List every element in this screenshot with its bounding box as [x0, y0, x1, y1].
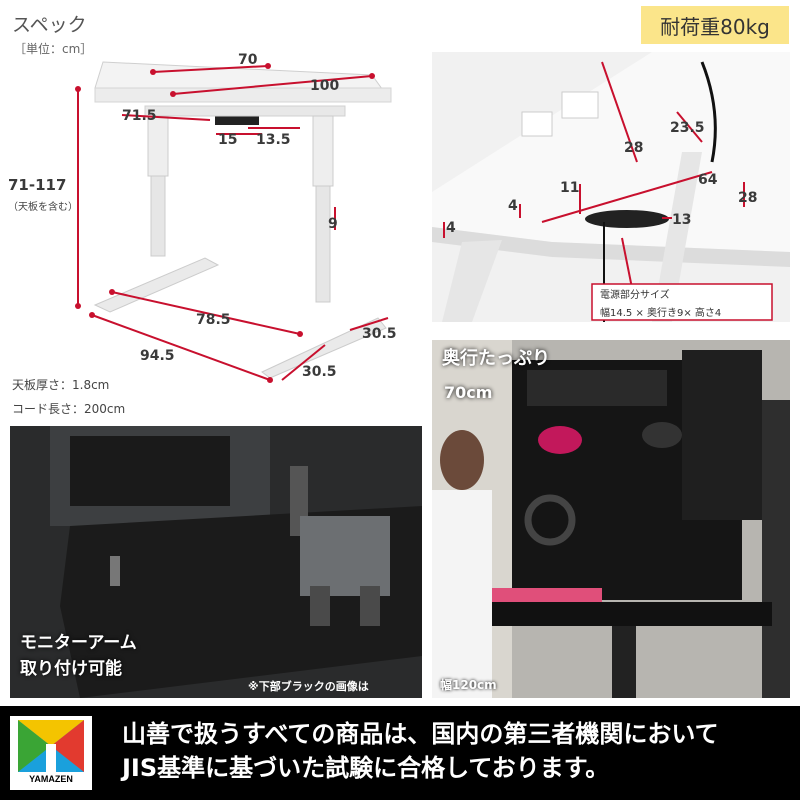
- desk-spec-drawing: [75, 61, 392, 383]
- desk-caption-line1: 奥行たっぷり: [442, 348, 550, 369]
- desk-scene-photo: 奥行たっぷり 70cm 幅120cm: [432, 340, 790, 698]
- footer-text: 山善で扱うすべての商品は、国内の第三者機関において JIS基準に基づいた試験に合…: [122, 717, 792, 785]
- under-dim-d: 64: [698, 172, 718, 188]
- under-dim-h: 28: [738, 190, 758, 206]
- footer-banner: [0, 706, 800, 800]
- yamazen-logo: [10, 716, 92, 790]
- yamazen-logo-icon: [18, 720, 84, 772]
- under-dim-g: 4: [446, 220, 456, 236]
- power-size: 幅14.5 × 奥行き9× 高さ4: [600, 308, 722, 319]
- dim-foot-depth-right: 30.5: [362, 326, 397, 342]
- dimension-lines: [77, 65, 389, 381]
- monitor-arm-photo: モニターアーム 取り付け可能 ※下部ブラックの画像は: [10, 426, 422, 698]
- desk-caption-line2: 70cm: [444, 383, 493, 402]
- dim-inner-base: 78.5: [196, 312, 231, 328]
- dim-leg-width: 9: [328, 216, 338, 232]
- right-foot-shape: [261, 317, 387, 379]
- footer-line2: JIS基準に基づいた試験に合格しております。: [122, 754, 610, 782]
- dim-depth: 70: [238, 52, 258, 68]
- dim-outer-base: 94.5: [140, 348, 175, 364]
- cord-length: コード長さ：200cm: [12, 402, 126, 416]
- under-dim-b: 23.5: [670, 120, 705, 136]
- underside-photo: 28 23.5 11 64 4 13 4 28 電源部分サイズ 幅14.5 × …: [432, 52, 790, 322]
- dim-panel-offset: 13.5: [256, 132, 291, 148]
- spec-title: スペック: [12, 14, 87, 36]
- dim-height-range: 71-117: [8, 176, 67, 194]
- desk-top-dark-shape: [452, 602, 772, 626]
- power-label: 電源部分サイズ: [600, 290, 670, 301]
- dim-width: 100: [310, 78, 340, 94]
- dim-panel-width: 15: [218, 132, 238, 148]
- dim-foot-depth-bottom: 30.5: [302, 364, 337, 380]
- arm-note: ※下部ブラックの画像は: [248, 680, 369, 693]
- footer-line1: 山善で扱うすべての商品は、国内の第三者機関において: [122, 720, 719, 748]
- top-thickness: 天板厚さ：1.8cm: [12, 378, 110, 392]
- dim-top-offset: 71.5: [122, 108, 157, 124]
- left-foot-shape: [93, 257, 220, 313]
- dim-height-note: （天板を含む）: [8, 202, 78, 213]
- clamp-shape: [300, 516, 390, 596]
- load-capacity-badge: 耐荷重80kg: [641, 6, 789, 44]
- under-dim-c: 11: [560, 180, 580, 196]
- logo-text: YAMAZEN: [29, 774, 73, 784]
- arm-caption-line2: 取り付け可能: [20, 659, 122, 679]
- desk-width-label: 幅120cm: [440, 678, 497, 692]
- under-dim-e: 4: [508, 198, 518, 214]
- power-unit-shape: [585, 210, 669, 228]
- arm-caption-line1: モニターアーム: [20, 633, 137, 653]
- spec-unit: ［単位：cm］: [14, 42, 93, 56]
- under-dim-a: 28: [624, 140, 644, 156]
- monitor-shape: [682, 350, 762, 520]
- under-dim-f: 13: [672, 212, 692, 228]
